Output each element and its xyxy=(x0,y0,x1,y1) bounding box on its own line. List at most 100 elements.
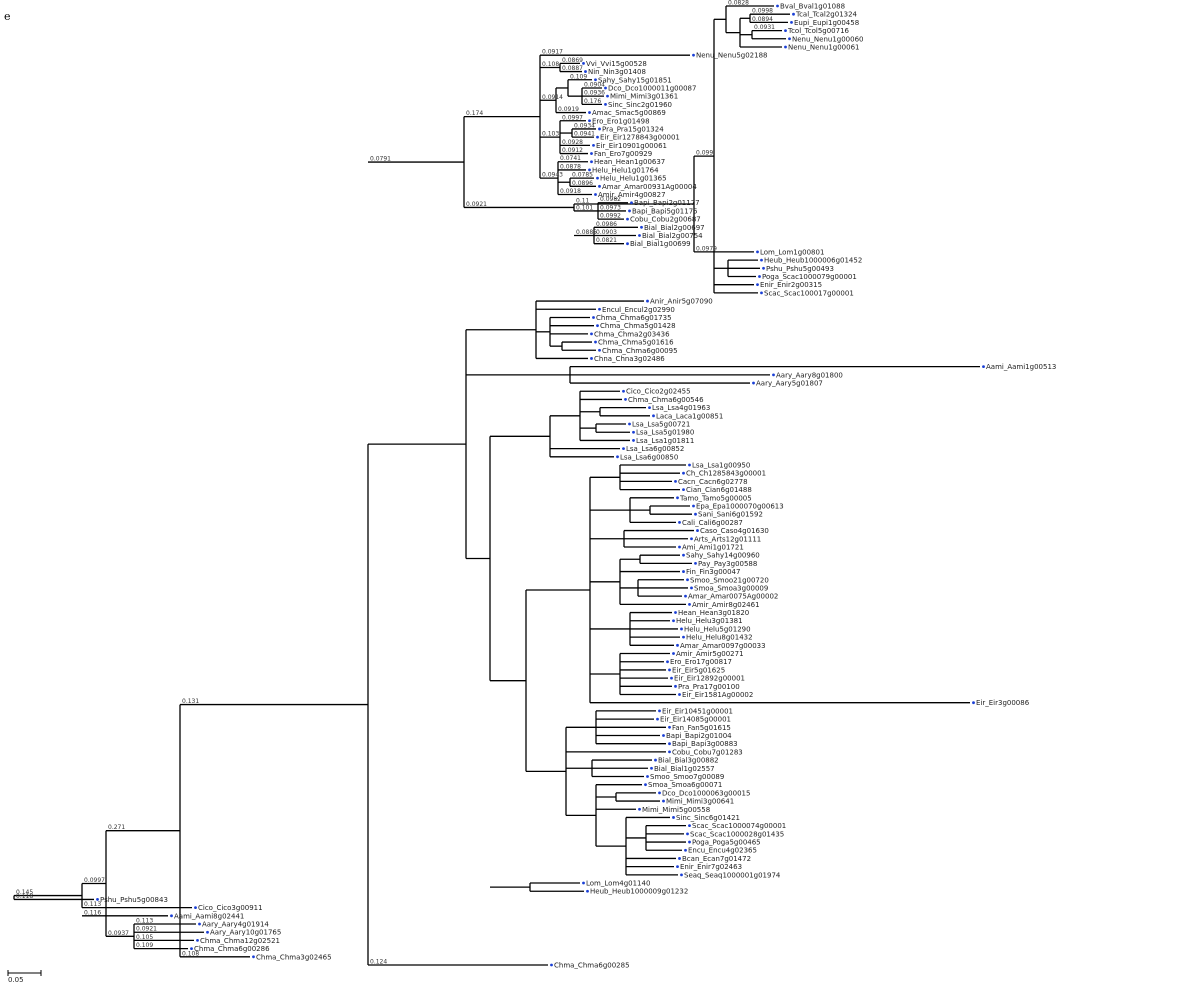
taxon-label: Nenu_Nenu5g02188 xyxy=(696,52,768,60)
support-label: 0.0936 xyxy=(584,90,605,97)
taxon-label: Mimi_Mimi3g00641 xyxy=(666,798,734,806)
leaf-marker xyxy=(678,857,681,860)
taxon-label: Cico_Cico2g02455 xyxy=(626,388,691,396)
taxon-label: Eir_Eir1581Ag00002 xyxy=(682,691,753,699)
leaf-marker xyxy=(622,389,625,393)
leaf-marker xyxy=(598,127,601,131)
leaf-marker xyxy=(590,152,593,155)
taxon-label: Helu_Helu1g01365 xyxy=(600,175,667,183)
support-label: 0.109 xyxy=(136,942,153,949)
support-label: 0.113 xyxy=(136,918,153,925)
taxon-label: Eir_Eir14085g00001 xyxy=(660,716,731,724)
taxon-label: Sinc_Sinc6g01421 xyxy=(676,814,740,822)
taxon-label: Tcal_Tcal2g01324 xyxy=(795,11,858,19)
taxon-label: Eupi_Eupi1g00458 xyxy=(794,19,859,27)
taxon-label: Lsa_Lsa6g00850 xyxy=(620,453,678,461)
leaf-marker xyxy=(590,357,593,360)
leaf-marker xyxy=(682,553,685,557)
leaf-marker xyxy=(784,45,787,49)
leaf-marker xyxy=(684,594,687,598)
taxon-label: Dco_Dco1000011g00087 xyxy=(608,84,696,92)
leaf-marker xyxy=(668,742,671,746)
leaf-marker xyxy=(628,209,631,213)
taxon-label: Amar_Amar0075Ag00002 xyxy=(688,593,778,601)
leaf-marker xyxy=(674,684,677,688)
support-label: 0.271 xyxy=(108,824,125,831)
taxon-label: Scac_Scac100017g00001 xyxy=(764,289,854,297)
support-label: 0.0914 xyxy=(542,94,563,101)
support-label: 0.0997 xyxy=(562,114,583,121)
support-label: 0.0979 xyxy=(696,245,717,252)
leaf-marker xyxy=(604,86,607,90)
taxon-label: Ami_Ami1g01721 xyxy=(682,543,744,551)
taxon-label: Sinc_Sinc2g01960 xyxy=(608,101,672,109)
leaf-marker xyxy=(680,627,683,631)
support-label: 0.0869 xyxy=(562,57,583,64)
support-label: 0.0917 xyxy=(542,49,563,56)
taxon-label: Ero_Ero17g00817 xyxy=(670,658,732,666)
taxon-label: Chma_Chma12g02521 xyxy=(200,937,280,945)
support-label: 0.0998 xyxy=(752,8,773,15)
leaf-marker xyxy=(776,4,779,8)
support-label: 0.0885 xyxy=(576,229,597,236)
leaf-marker xyxy=(694,561,697,565)
taxon-label: Laca_Laca1g00851 xyxy=(656,412,723,420)
taxon-label: Lsa_Lsa4g01963 xyxy=(652,404,710,412)
taxon-label: Lom_Lom4g01140 xyxy=(586,880,650,888)
taxon-label: Cobu_Cobu2g00687 xyxy=(630,216,701,224)
taxon-label: Aary_Aary10g01765 xyxy=(210,929,281,937)
taxon-label: Bval_Bval1g01088 xyxy=(780,3,845,11)
leaf-marker xyxy=(680,873,683,877)
taxon-label: Encu_Encu4g02365 xyxy=(688,847,757,855)
leaf-marker xyxy=(756,283,759,287)
leaf-marker xyxy=(668,668,671,672)
taxon-label: Pshu_Pshu5g00493 xyxy=(766,265,834,273)
leaf-marker xyxy=(594,78,597,82)
taxon-label: Heub_Heub1000006g01452 xyxy=(764,257,862,265)
taxon-label: Nin_Nin3g01408 xyxy=(588,68,646,76)
taxon-label: Pay_Pay3g00588 xyxy=(698,560,757,568)
support-label: 0.0943 xyxy=(542,172,563,179)
leaf-marker xyxy=(632,439,635,442)
taxon-label: Lom_Lom1g00801 xyxy=(760,248,824,256)
leaf-marker xyxy=(658,791,661,795)
support-label: 0.103 xyxy=(542,131,559,138)
leaf-marker xyxy=(628,422,631,426)
leaf-marker xyxy=(252,955,255,959)
leaf-marker xyxy=(678,545,681,549)
support-label: 0.124 xyxy=(370,959,387,966)
leaf-marker xyxy=(682,635,685,639)
leaf-marker xyxy=(626,242,629,246)
leaf-marker xyxy=(676,865,679,869)
taxon-label: Amir_Amir8g02461 xyxy=(692,601,760,609)
leaf-marker xyxy=(632,430,635,434)
taxon-label: Caso_Caso4g01630 xyxy=(700,527,769,535)
leaf-marker xyxy=(752,381,755,385)
taxon-label: Arts_Arts12g01111 xyxy=(694,535,761,543)
taxon-label: Cali_Cali6g00287 xyxy=(682,519,743,527)
leaf-marker xyxy=(758,275,761,278)
leaf-marker xyxy=(646,299,649,303)
leaf-marker xyxy=(652,414,655,418)
taxon-label: Bapi_Bapi5g01175 xyxy=(632,207,698,215)
taxon-label: Smoo_Smoo21g00720 xyxy=(690,576,769,584)
leaf-marker xyxy=(690,537,693,541)
leaf-marker xyxy=(594,340,597,344)
leaf-marker xyxy=(688,840,691,844)
leaf-marker xyxy=(626,217,629,221)
leaf-marker xyxy=(760,291,763,295)
leaf-marker xyxy=(674,480,677,483)
support-label: 0.0934 xyxy=(574,122,595,129)
leaf-marker xyxy=(688,824,691,828)
leaf-marker xyxy=(654,758,657,762)
support-label: 0.0912 xyxy=(562,147,583,154)
taxon-label: Sahy_Sahy15g01851 xyxy=(598,76,672,84)
support-label: 0.0992 xyxy=(600,213,621,220)
leaf-marker xyxy=(668,725,671,729)
taxon-label: Ch_Ch1285843g00001 xyxy=(686,470,766,478)
taxon-label: Lsa_Lsa5g00721 xyxy=(632,421,690,429)
leaf-marker xyxy=(762,266,765,270)
leaf-marker xyxy=(692,53,695,57)
taxon-label: Amar_Amar0097g00033 xyxy=(680,642,766,650)
